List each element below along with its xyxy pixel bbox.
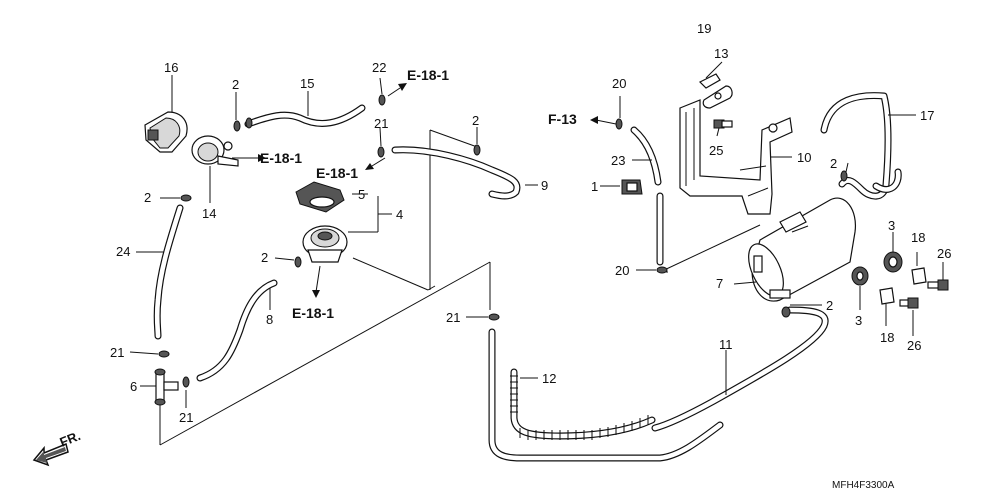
callout-21-b: 21 xyxy=(110,345,124,360)
ref-f13: F-13 xyxy=(548,111,577,127)
diagram-code: MFH4F3300A xyxy=(832,480,895,491)
callout-4: 4 xyxy=(396,207,403,222)
hose-24[interactable] xyxy=(153,204,184,340)
bolt-26-lower[interactable] xyxy=(899,297,919,309)
section-refs: E-18-1 E-18-1 E-18-1 E-18-1 F-13 xyxy=(260,67,577,321)
grommet-3-upper[interactable] xyxy=(883,251,903,273)
hose-12[interactable] xyxy=(510,368,656,440)
callout-9: 9 xyxy=(541,178,548,193)
callout-14: 14 xyxy=(202,206,216,221)
callout-23: 23 xyxy=(611,153,625,168)
callout-5: 5 xyxy=(358,187,365,202)
pair-valve-14[interactable] xyxy=(191,135,239,167)
bracket-10[interactable] xyxy=(679,99,793,215)
ref-arrows xyxy=(232,83,617,298)
front-arrow-icon xyxy=(32,442,69,467)
collar-18-lower[interactable] xyxy=(879,287,895,305)
callout-3-b: 3 xyxy=(855,313,862,328)
joint-6[interactable] xyxy=(154,368,179,406)
bracket-16[interactable] xyxy=(144,111,188,153)
callout-2-a: 2 xyxy=(232,77,239,92)
hose-23[interactable] xyxy=(630,126,664,266)
leader-lines xyxy=(129,61,944,408)
callouts: 16 2 15 22 21 2 2 14 24 2 8 21 6 21 5 4 … xyxy=(110,21,951,425)
callout-7: 7 xyxy=(716,276,723,291)
callout-18-b: 18 xyxy=(880,330,894,345)
callout-3-a: 3 xyxy=(888,218,895,233)
callout-17: 17 xyxy=(920,108,934,123)
canister-7[interactable] xyxy=(741,197,857,302)
callout-21-d: 21 xyxy=(446,310,460,325)
grommet-3-lower[interactable] xyxy=(851,266,869,286)
clips[interactable] xyxy=(158,94,848,388)
callout-6: 6 xyxy=(130,379,137,394)
cap-5[interactable] xyxy=(295,181,345,213)
ref-e18-left: E-18-1 xyxy=(260,150,302,166)
callout-19: 19 xyxy=(697,21,711,36)
bolt-25[interactable] xyxy=(713,119,733,129)
long-hose-to-canister[interactable] xyxy=(488,328,724,462)
callout-20-b: 20 xyxy=(615,263,629,278)
callout-15: 15 xyxy=(300,76,314,91)
bolt-26-upper[interactable] xyxy=(927,279,949,291)
clamp-1[interactable] xyxy=(621,179,643,195)
callout-20-a: 20 xyxy=(612,76,626,91)
callout-25: 25 xyxy=(709,143,723,158)
collar-18-upper[interactable] xyxy=(911,267,927,285)
ref-e18-top: E-18-1 xyxy=(407,67,449,83)
hose-11[interactable] xyxy=(651,306,829,432)
ref-e18-bottom: E-18-1 xyxy=(292,305,334,321)
callout-13: 13 xyxy=(714,46,728,61)
ref-e18-mid: E-18-1 xyxy=(316,165,358,181)
callout-2-b: 2 xyxy=(472,113,479,128)
callout-24: 24 xyxy=(116,244,130,259)
guide-lines xyxy=(159,129,761,446)
callout-2-d: 2 xyxy=(261,250,268,265)
collar-13[interactable] xyxy=(698,73,733,109)
callout-1: 1 xyxy=(591,179,598,194)
callout-26-a: 26 xyxy=(937,246,951,261)
control-valve-4[interactable] xyxy=(302,225,348,263)
callout-21-a: 21 xyxy=(374,116,388,131)
callout-16: 16 xyxy=(164,60,178,75)
hose-9[interactable] xyxy=(391,146,521,200)
callout-2-f: 2 xyxy=(826,298,833,313)
callout-10: 10 xyxy=(797,150,811,165)
callout-2-e: 2 xyxy=(830,156,837,171)
callout-8: 8 xyxy=(266,312,273,327)
callout-26-b: 26 xyxy=(907,338,921,353)
callout-11: 11 xyxy=(719,337,733,352)
front-label: FR. xyxy=(58,428,83,450)
callout-12: 12 xyxy=(542,371,556,386)
callout-18-a: 18 xyxy=(911,230,925,245)
hose-8[interactable] xyxy=(196,279,278,382)
callout-21-c: 21 xyxy=(179,410,193,425)
hose-15[interactable] xyxy=(244,104,366,128)
callout-2-c: 2 xyxy=(144,190,151,205)
hose-17[interactable] xyxy=(820,92,902,200)
callout-22: 22 xyxy=(372,60,386,75)
